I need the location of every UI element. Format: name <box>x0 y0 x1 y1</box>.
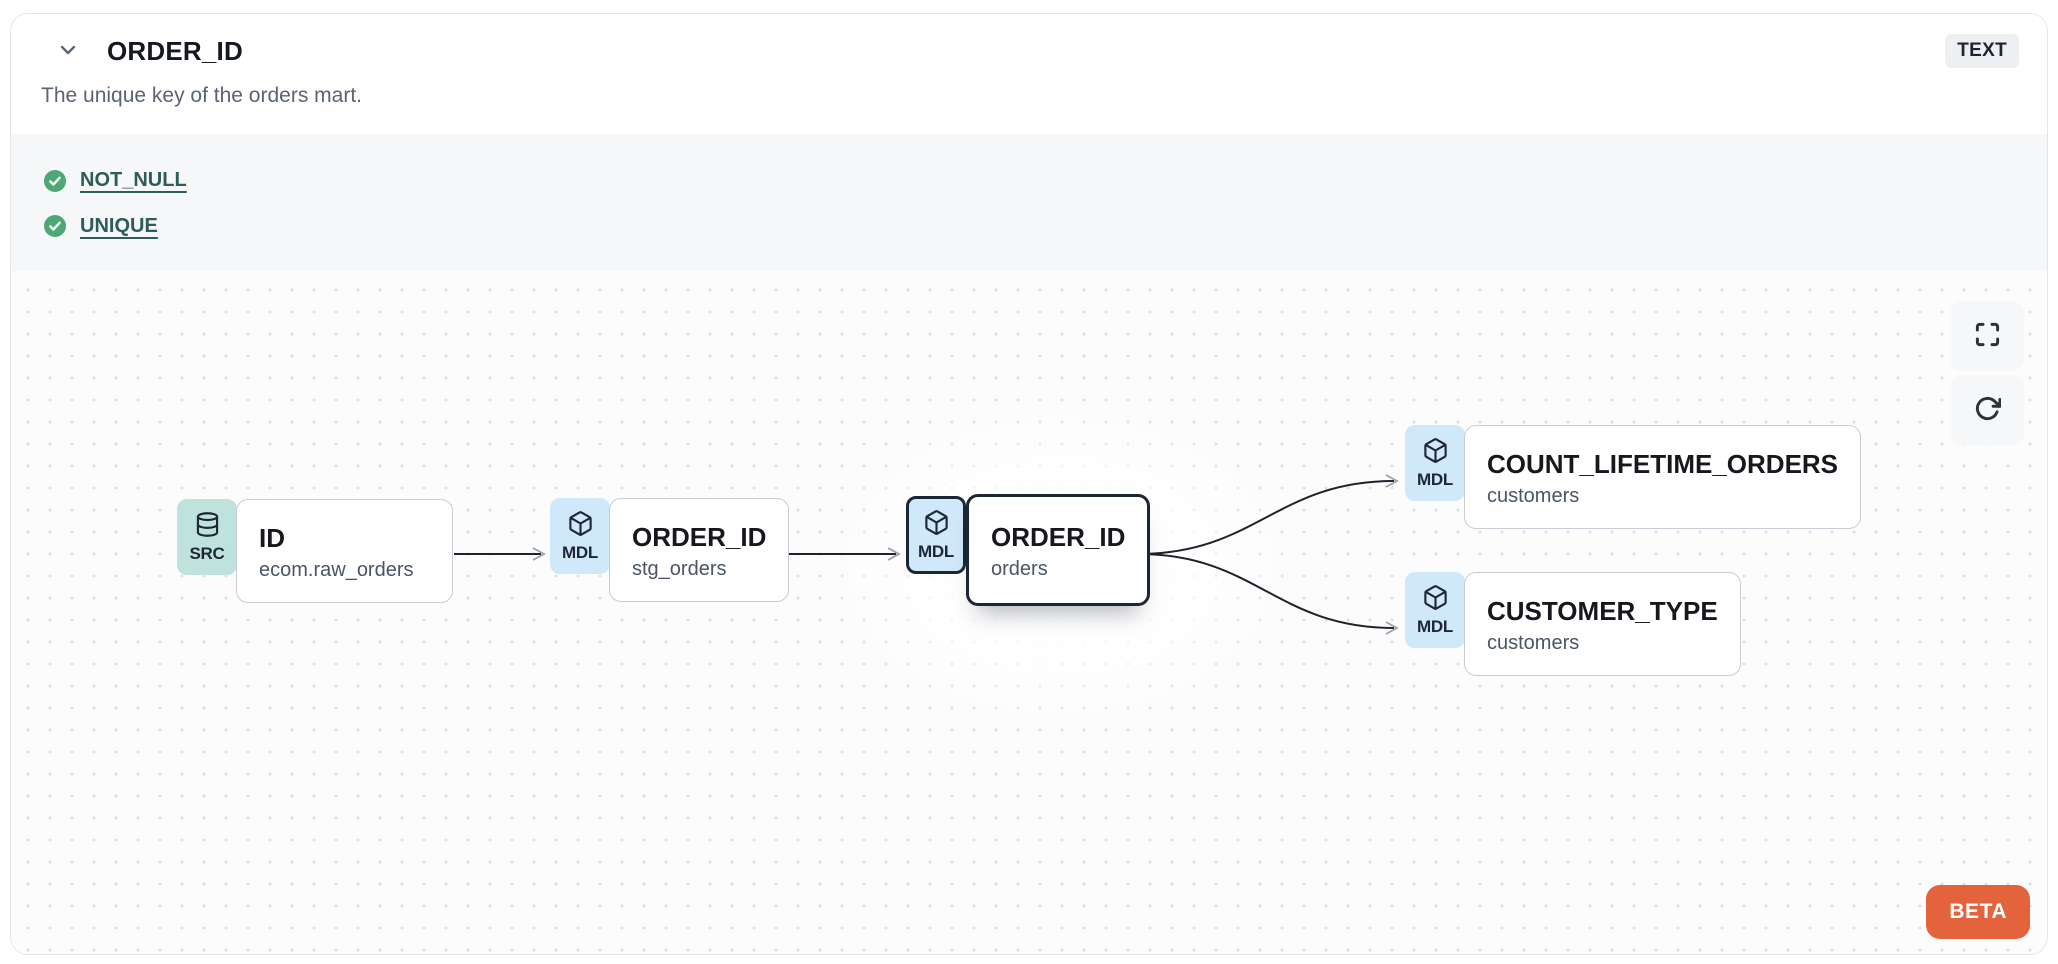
node-subtitle: customers <box>1487 631 1580 654</box>
lineage-node-customer-type[interactable]: MDL CUSTOMER_TYPE customers <box>1405 572 1741 676</box>
node-card: ORDER_ID stg_orders <box>609 498 790 602</box>
node-subtitle: orders <box>991 557 1048 580</box>
node-card: COUNT_LIFETIME_ORDERS customers <box>1464 425 1862 529</box>
column-description: The unique key of the orders mart. <box>41 84 362 107</box>
node-kind-label: MDL <box>562 542 598 562</box>
test-link-unique[interactable]: UNIQUE <box>80 214 158 237</box>
lineage-node-count-lifetime-orders[interactable]: MDL COUNT_LIFETIME_ORDERS customers <box>1405 425 1862 529</box>
node-kind-label: MDL <box>918 541 954 561</box>
fullscreen-button[interactable] <box>1950 301 2024 371</box>
check-circle-icon <box>43 169 67 193</box>
node-kind-label: MDL <box>1417 616 1453 636</box>
node-kind-label: SRC <box>189 543 225 563</box>
node-kind-badge: MDL <box>1405 425 1465 501</box>
node-title: ORDER_ID <box>991 521 1126 552</box>
node-title: CUSTOMER_TYPE <box>1487 595 1718 626</box>
check-circle-icon <box>43 214 67 238</box>
lineage-node-stg-orders[interactable]: MDL ORDER_ID stg_orders <box>550 498 790 602</box>
collapse-button[interactable] <box>51 34 85 68</box>
cube-icon <box>923 509 950 541</box>
node-card: ID ecom.raw_orders <box>236 499 453 603</box>
cube-icon <box>567 510 594 542</box>
node-title: ID <box>259 522 285 553</box>
node-kind-label: MDL <box>1417 469 1453 489</box>
node-subtitle: ecom.raw_orders <box>259 558 414 581</box>
maximize-icon <box>1974 321 2001 351</box>
lineage-node-source[interactable]: SRC ID ecom.raw_orders <box>177 499 453 603</box>
canvas-controls <box>1950 301 2024 445</box>
lineage-edges <box>454 474 1399 635</box>
node-card: CUSTOMER_TYPE customers <box>1464 572 1741 676</box>
node-title: COUNT_LIFETIME_ORDERS <box>1487 448 1839 479</box>
cube-icon <box>1422 584 1449 616</box>
test-row: NOT_NULL <box>43 166 2047 196</box>
cube-icon <box>1422 437 1449 469</box>
node-title: ORDER_ID <box>632 521 767 552</box>
test-link-not-null[interactable]: NOT_NULL <box>80 169 187 192</box>
column-details-panel: ORDER_ID TEXT The unique key of the orde… <box>10 13 2048 955</box>
refresh-icon <box>1974 395 2001 425</box>
lineage-node-orders-selected[interactable]: MDL ORDER_ID orders <box>906 494 1151 606</box>
beta-badge: BETA <box>1926 885 2030 939</box>
node-card: ORDER_ID orders <box>966 494 1151 606</box>
tests-section: NOT_NULL UNIQUE <box>11 134 2047 271</box>
refresh-button[interactable] <box>1950 375 2024 445</box>
test-row: UNIQUE <box>43 211 2047 241</box>
column-title: ORDER_ID <box>107 35 243 66</box>
node-subtitle: stg_orders <box>632 557 727 580</box>
node-subtitle: customers <box>1487 484 1580 507</box>
lineage-canvas[interactable]: SRC ID ecom.raw_orders MDL ORDER_ID stg_… <box>11 271 2047 954</box>
header: ORDER_ID TEXT The unique key of the orde… <box>11 14 2047 134</box>
column-type-badge: TEXT <box>1945 34 2019 68</box>
title-row: ORDER_ID TEXT <box>39 14 2019 68</box>
node-kind-badge: MDL <box>1405 572 1465 648</box>
database-icon <box>194 511 221 543</box>
node-kind-badge: MDL <box>550 498 610 574</box>
node-kind-badge: MDL <box>906 496 966 574</box>
node-kind-badge: SRC <box>177 499 237 575</box>
chevron-down-icon <box>56 38 80 65</box>
